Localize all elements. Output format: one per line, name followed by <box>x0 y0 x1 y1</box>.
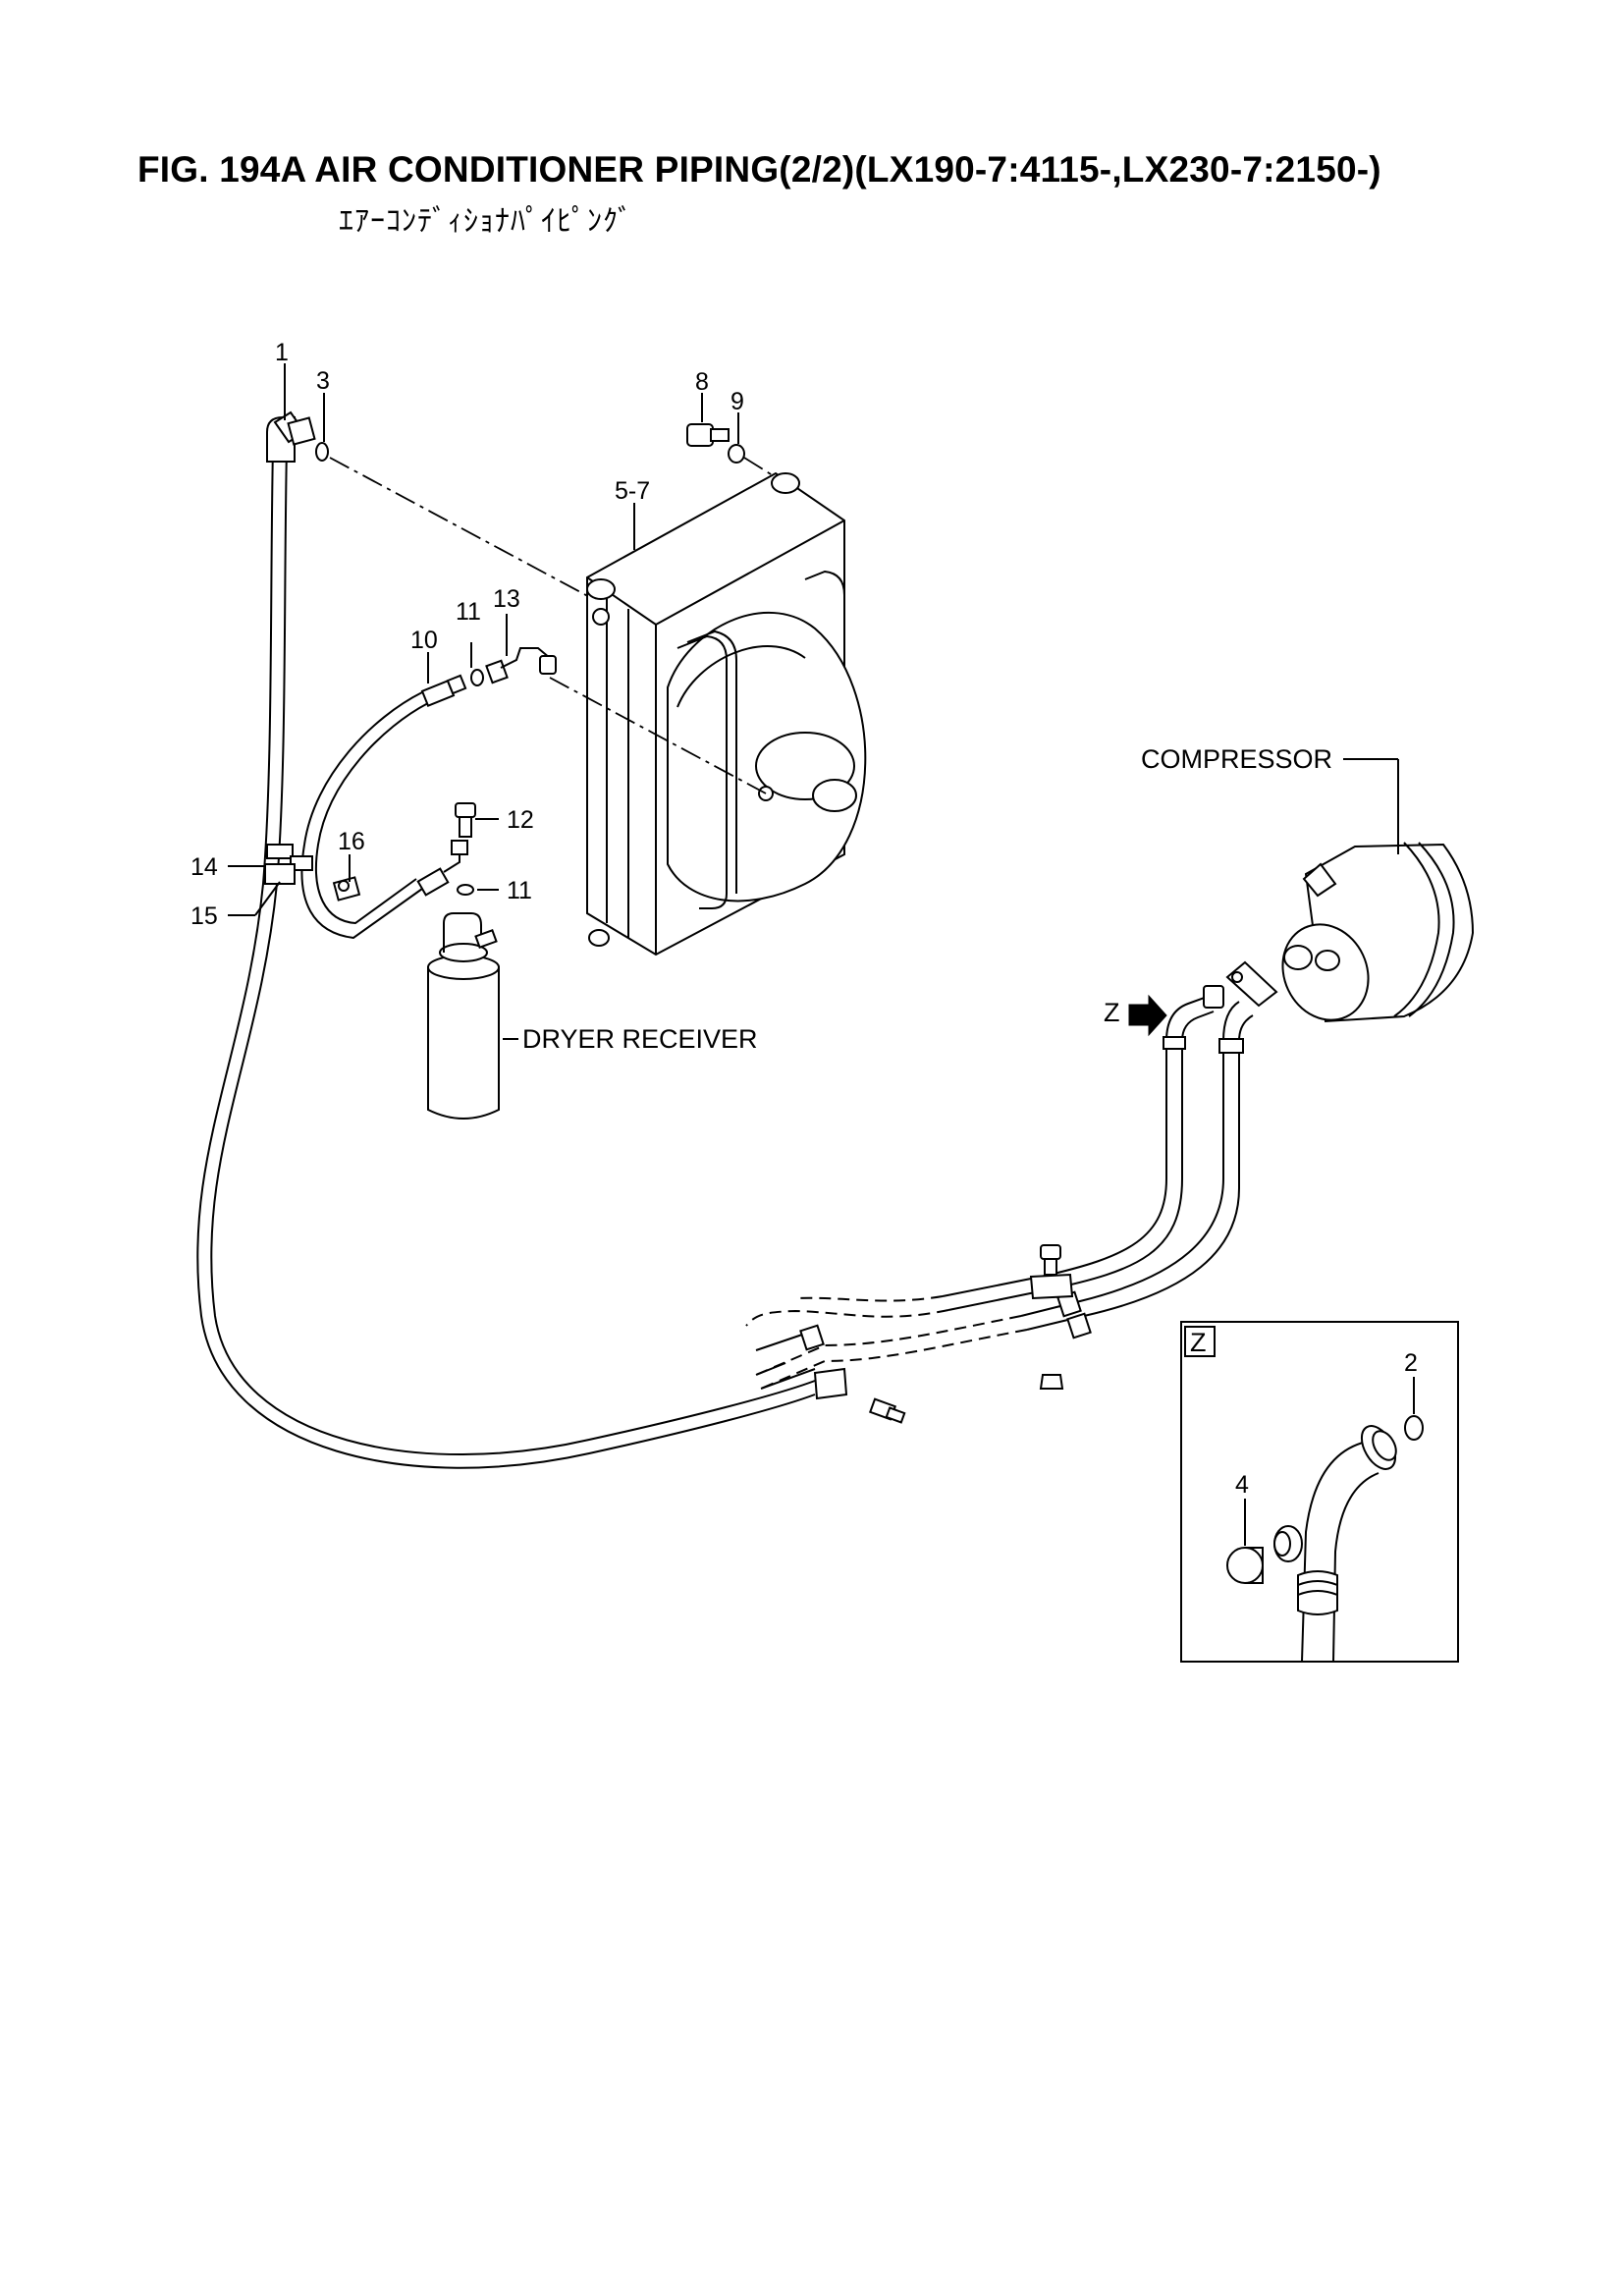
detail-view-z <box>1180 1321 1459 1663</box>
callout-9: 9 <box>730 388 744 415</box>
view-z-arrow <box>1128 994 1167 1037</box>
callout-13: 13 <box>493 585 520 613</box>
compressor-label: COMPRESSOR <box>1141 744 1332 774</box>
callout-10: 10 <box>410 627 438 654</box>
figure-title: FIG. 194A AIR CONDITIONER PIPING(2/2)(LX… <box>137 149 1381 190</box>
bolt-16 <box>332 876 361 902</box>
hose-1 <box>196 410 816 1469</box>
callout-4: 4 <box>1235 1471 1249 1499</box>
callout-12: 12 <box>507 806 534 834</box>
compressor <box>1225 842 1475 1023</box>
callout-2: 2 <box>1404 1349 1418 1377</box>
pipe-13 <box>485 647 557 684</box>
bolt-8 <box>686 423 730 447</box>
hose-10 <box>300 674 468 940</box>
callout-14: 14 <box>190 853 218 881</box>
fitting-12 <box>455 802 476 838</box>
callout-1: 1 <box>275 339 289 366</box>
dryer-receiver-label: DRYER RECEIVER <box>522 1024 758 1054</box>
callout-11-top: 11 <box>456 598 481 626</box>
condenser <box>586 471 867 957</box>
clamp-bolt-center <box>1029 1244 1074 1390</box>
callout-8: 8 <box>695 368 709 396</box>
callout-5-7: 5-7 <box>615 477 650 505</box>
o-ring-11-top <box>470 669 484 686</box>
callout-11-lower: 11 <box>507 877 532 904</box>
callout-16: 16 <box>338 828 365 855</box>
o-ring-11-lower <box>457 884 474 896</box>
o-ring-3 <box>315 442 329 462</box>
callout-3: 3 <box>316 367 330 395</box>
leader-lines <box>228 363 1415 1546</box>
callout-15: 15 <box>190 902 218 930</box>
view-z-arrow-label: Z <box>1104 998 1120 1027</box>
bracket-15 <box>264 863 296 885</box>
detail-box-label: Z <box>1190 1328 1207 1357</box>
dryer-receiver-body <box>427 912 500 1120</box>
washer-9 <box>728 444 745 464</box>
figure-subtitle: ｴｱｰｺﾝﾃﾞｨｼｮﾅﾊﾟｲﾋﾟﾝｸﾞ <box>339 204 633 239</box>
clamp-bolt-left <box>813 1367 906 1424</box>
compressor-hoses <box>745 985 1254 1390</box>
